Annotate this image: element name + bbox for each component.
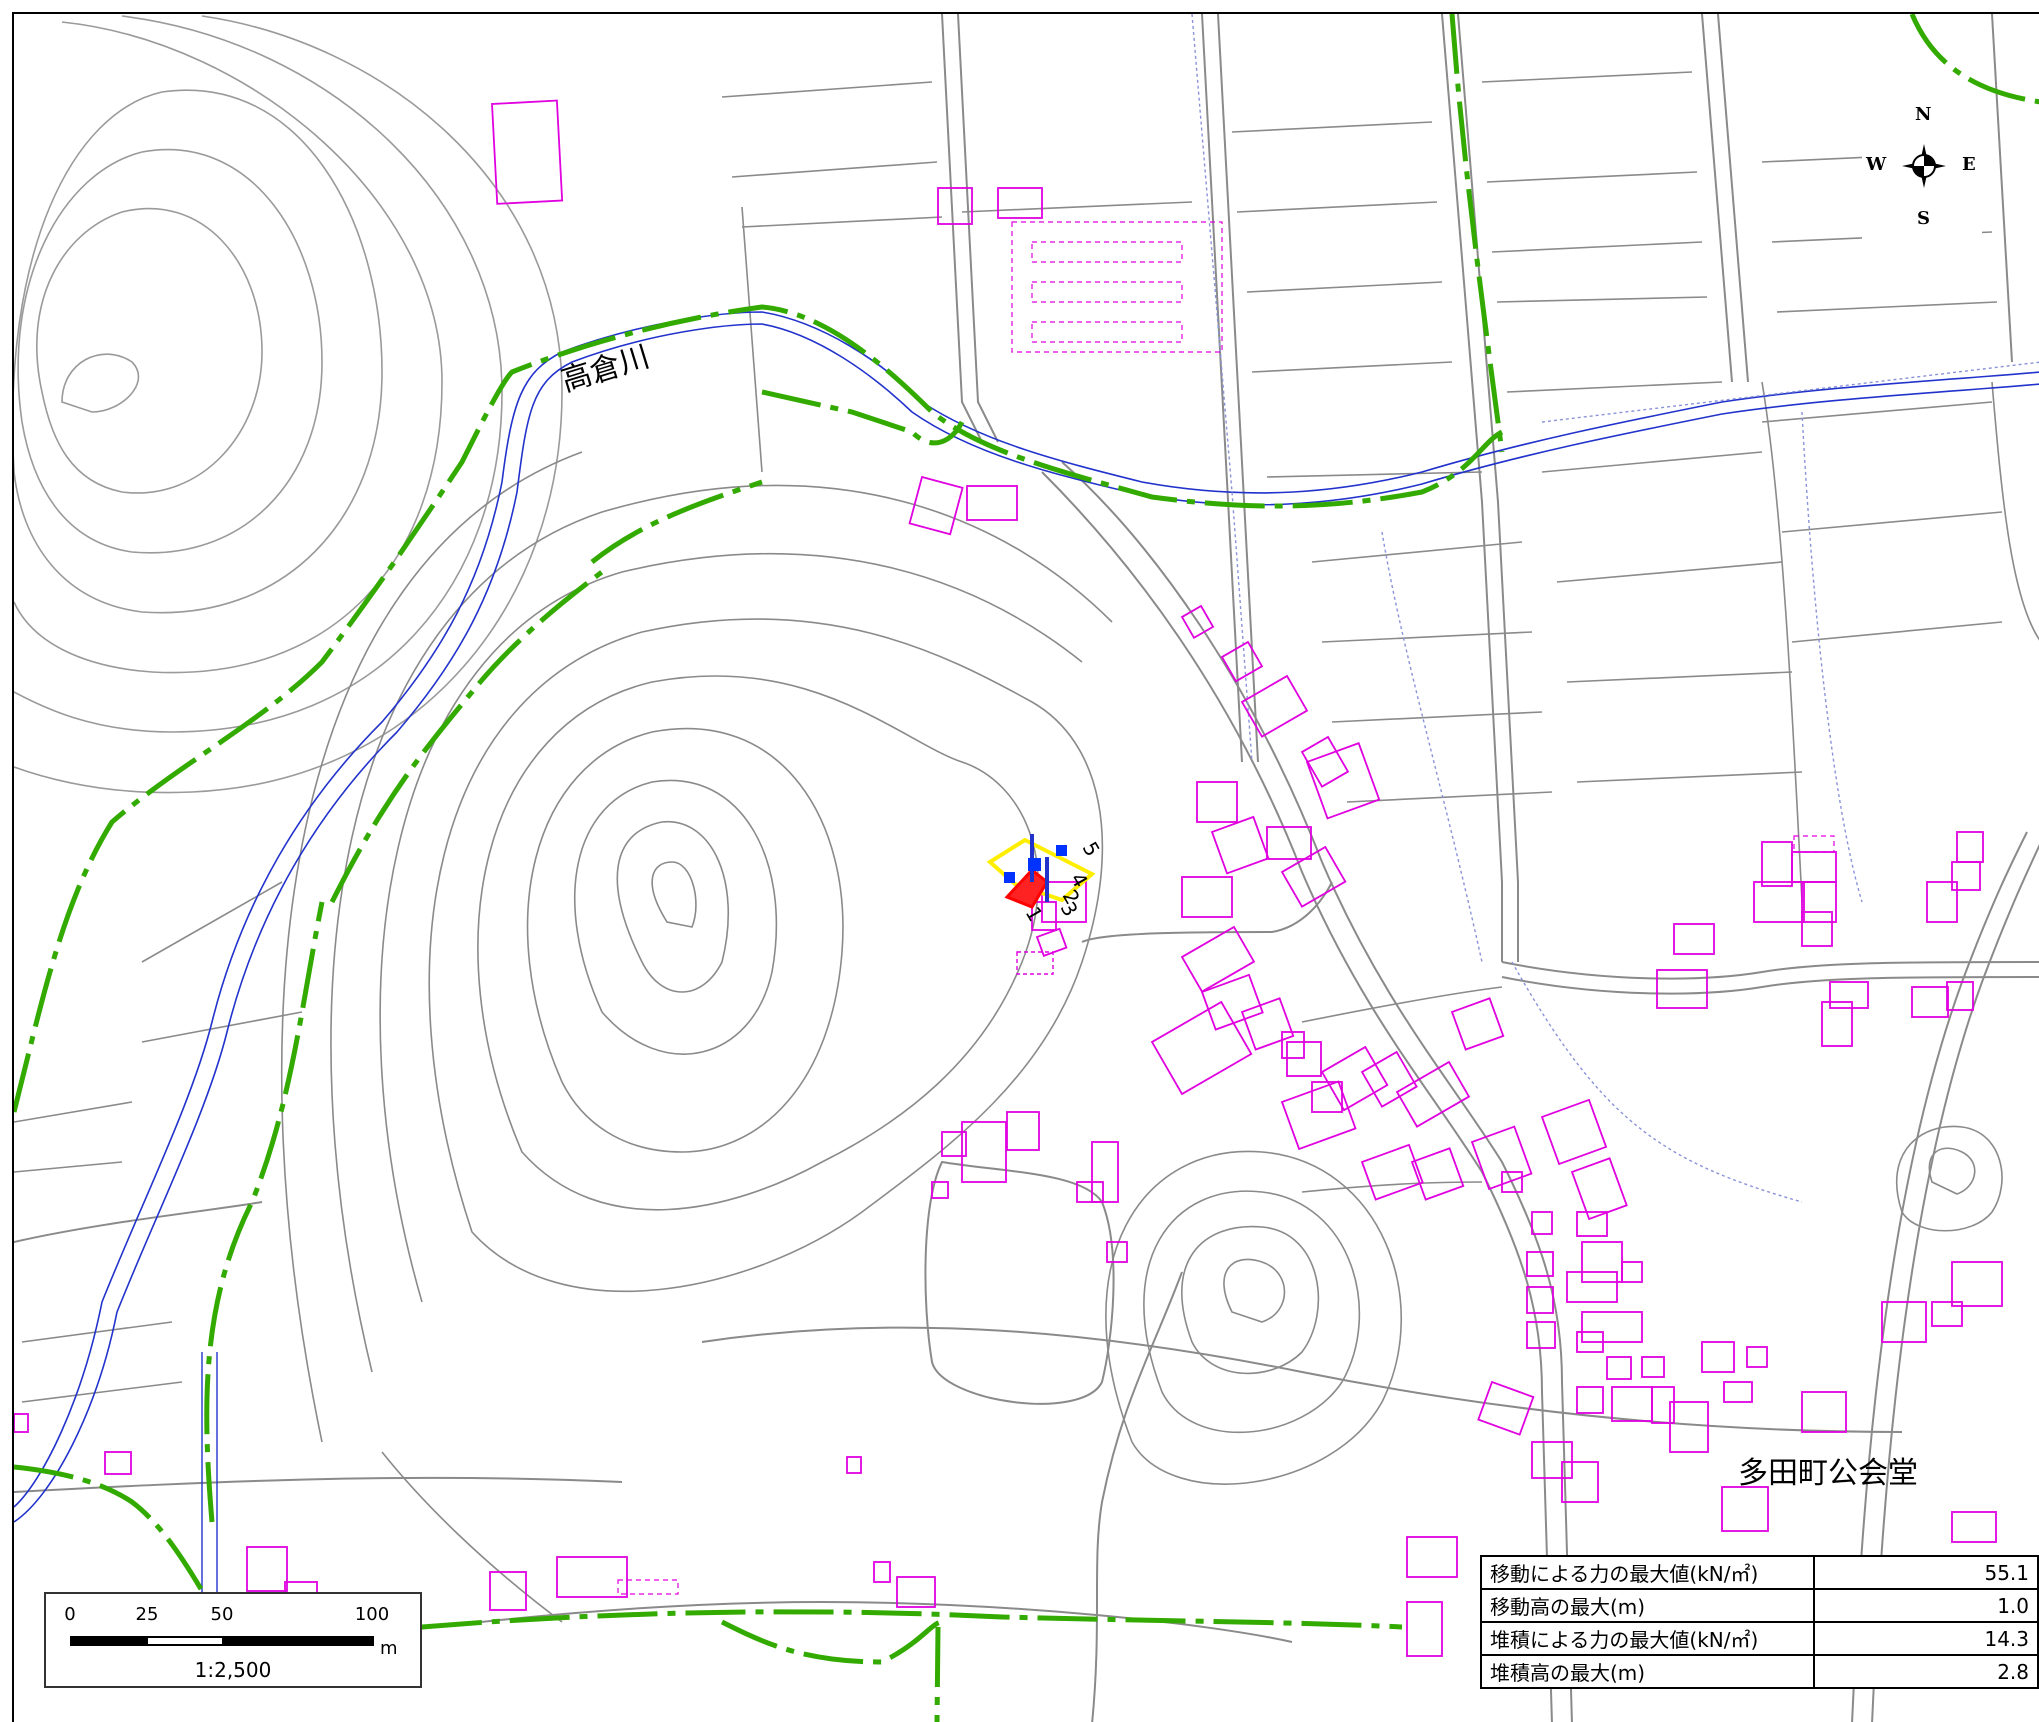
compass-west: W xyxy=(1866,154,1887,175)
row-label: 堆積による力の最大値(kN/㎡) xyxy=(1479,1621,1816,1656)
field-grid xyxy=(14,71,2039,1623)
row-label: 移動による力の最大値(kN/㎡) xyxy=(1479,1555,1816,1590)
compass-south: S xyxy=(1917,208,1930,229)
table-row: 堆積による力の最大値(kN/㎡) 14.3 xyxy=(1479,1621,2039,1656)
table-row: 移動による力の最大値(kN/㎡) 55.1 xyxy=(1479,1555,2039,1590)
compass-east: E xyxy=(1962,154,1976,175)
scale-tick-50: 50 xyxy=(210,1604,234,1625)
map-view[interactable]: 1 2 3 4 5 xyxy=(12,12,2039,1722)
table-row: 堆積高の最大(m) 2.8 xyxy=(1479,1654,2039,1689)
site-marker-5: 5 xyxy=(1078,838,1105,861)
hall-label: 多田町公会堂 xyxy=(1738,1456,1918,1491)
row-label: 移動高の最大(m) xyxy=(1479,1588,1816,1623)
scale-bar: 0 25 50 100 m 1:2,500 xyxy=(44,1592,422,1688)
results-table: 移動による力の最大値(kN/㎡) 55.1 移動高の最大(m) 1.0 堆積によ… xyxy=(1479,1555,2039,1689)
scale-tick-100: 100 xyxy=(354,1604,390,1625)
row-label: 堆積高の最大(m) xyxy=(1479,1654,1816,1689)
row-value: 1.0 xyxy=(1813,1588,2039,1623)
row-value: 2.8 xyxy=(1813,1654,2039,1689)
river xyxy=(14,311,2039,1622)
channels xyxy=(1191,14,2039,1203)
compass-rose: N W E S xyxy=(1862,104,1982,242)
scale-tick-0: 0 xyxy=(64,1604,76,1625)
table-row: 移動高の最大(m) 1.0 xyxy=(1479,1588,2039,1623)
hazard-site: 1 2 3 4 5 xyxy=(986,834,1105,975)
scale-ratio: 1:2,500 xyxy=(194,1658,272,1682)
row-value: 14.3 xyxy=(1813,1621,2039,1656)
district-boundary xyxy=(14,14,2039,1722)
map-drawing: 1 2 3 4 5 xyxy=(14,14,2039,1722)
scale-segment xyxy=(70,1636,148,1646)
scale-segment xyxy=(146,1636,224,1646)
contours-central xyxy=(280,451,2003,1485)
roads xyxy=(14,14,2039,1722)
structures-dashed xyxy=(617,221,1835,1595)
scale-segment xyxy=(222,1636,374,1646)
scale-tick-25: 25 xyxy=(135,1604,159,1625)
compass-icon xyxy=(1902,144,1946,188)
scale-unit: m xyxy=(380,1638,398,1659)
compass-north: N xyxy=(1915,104,1932,125)
contours-west xyxy=(14,15,563,794)
row-value: 55.1 xyxy=(1813,1555,2039,1590)
